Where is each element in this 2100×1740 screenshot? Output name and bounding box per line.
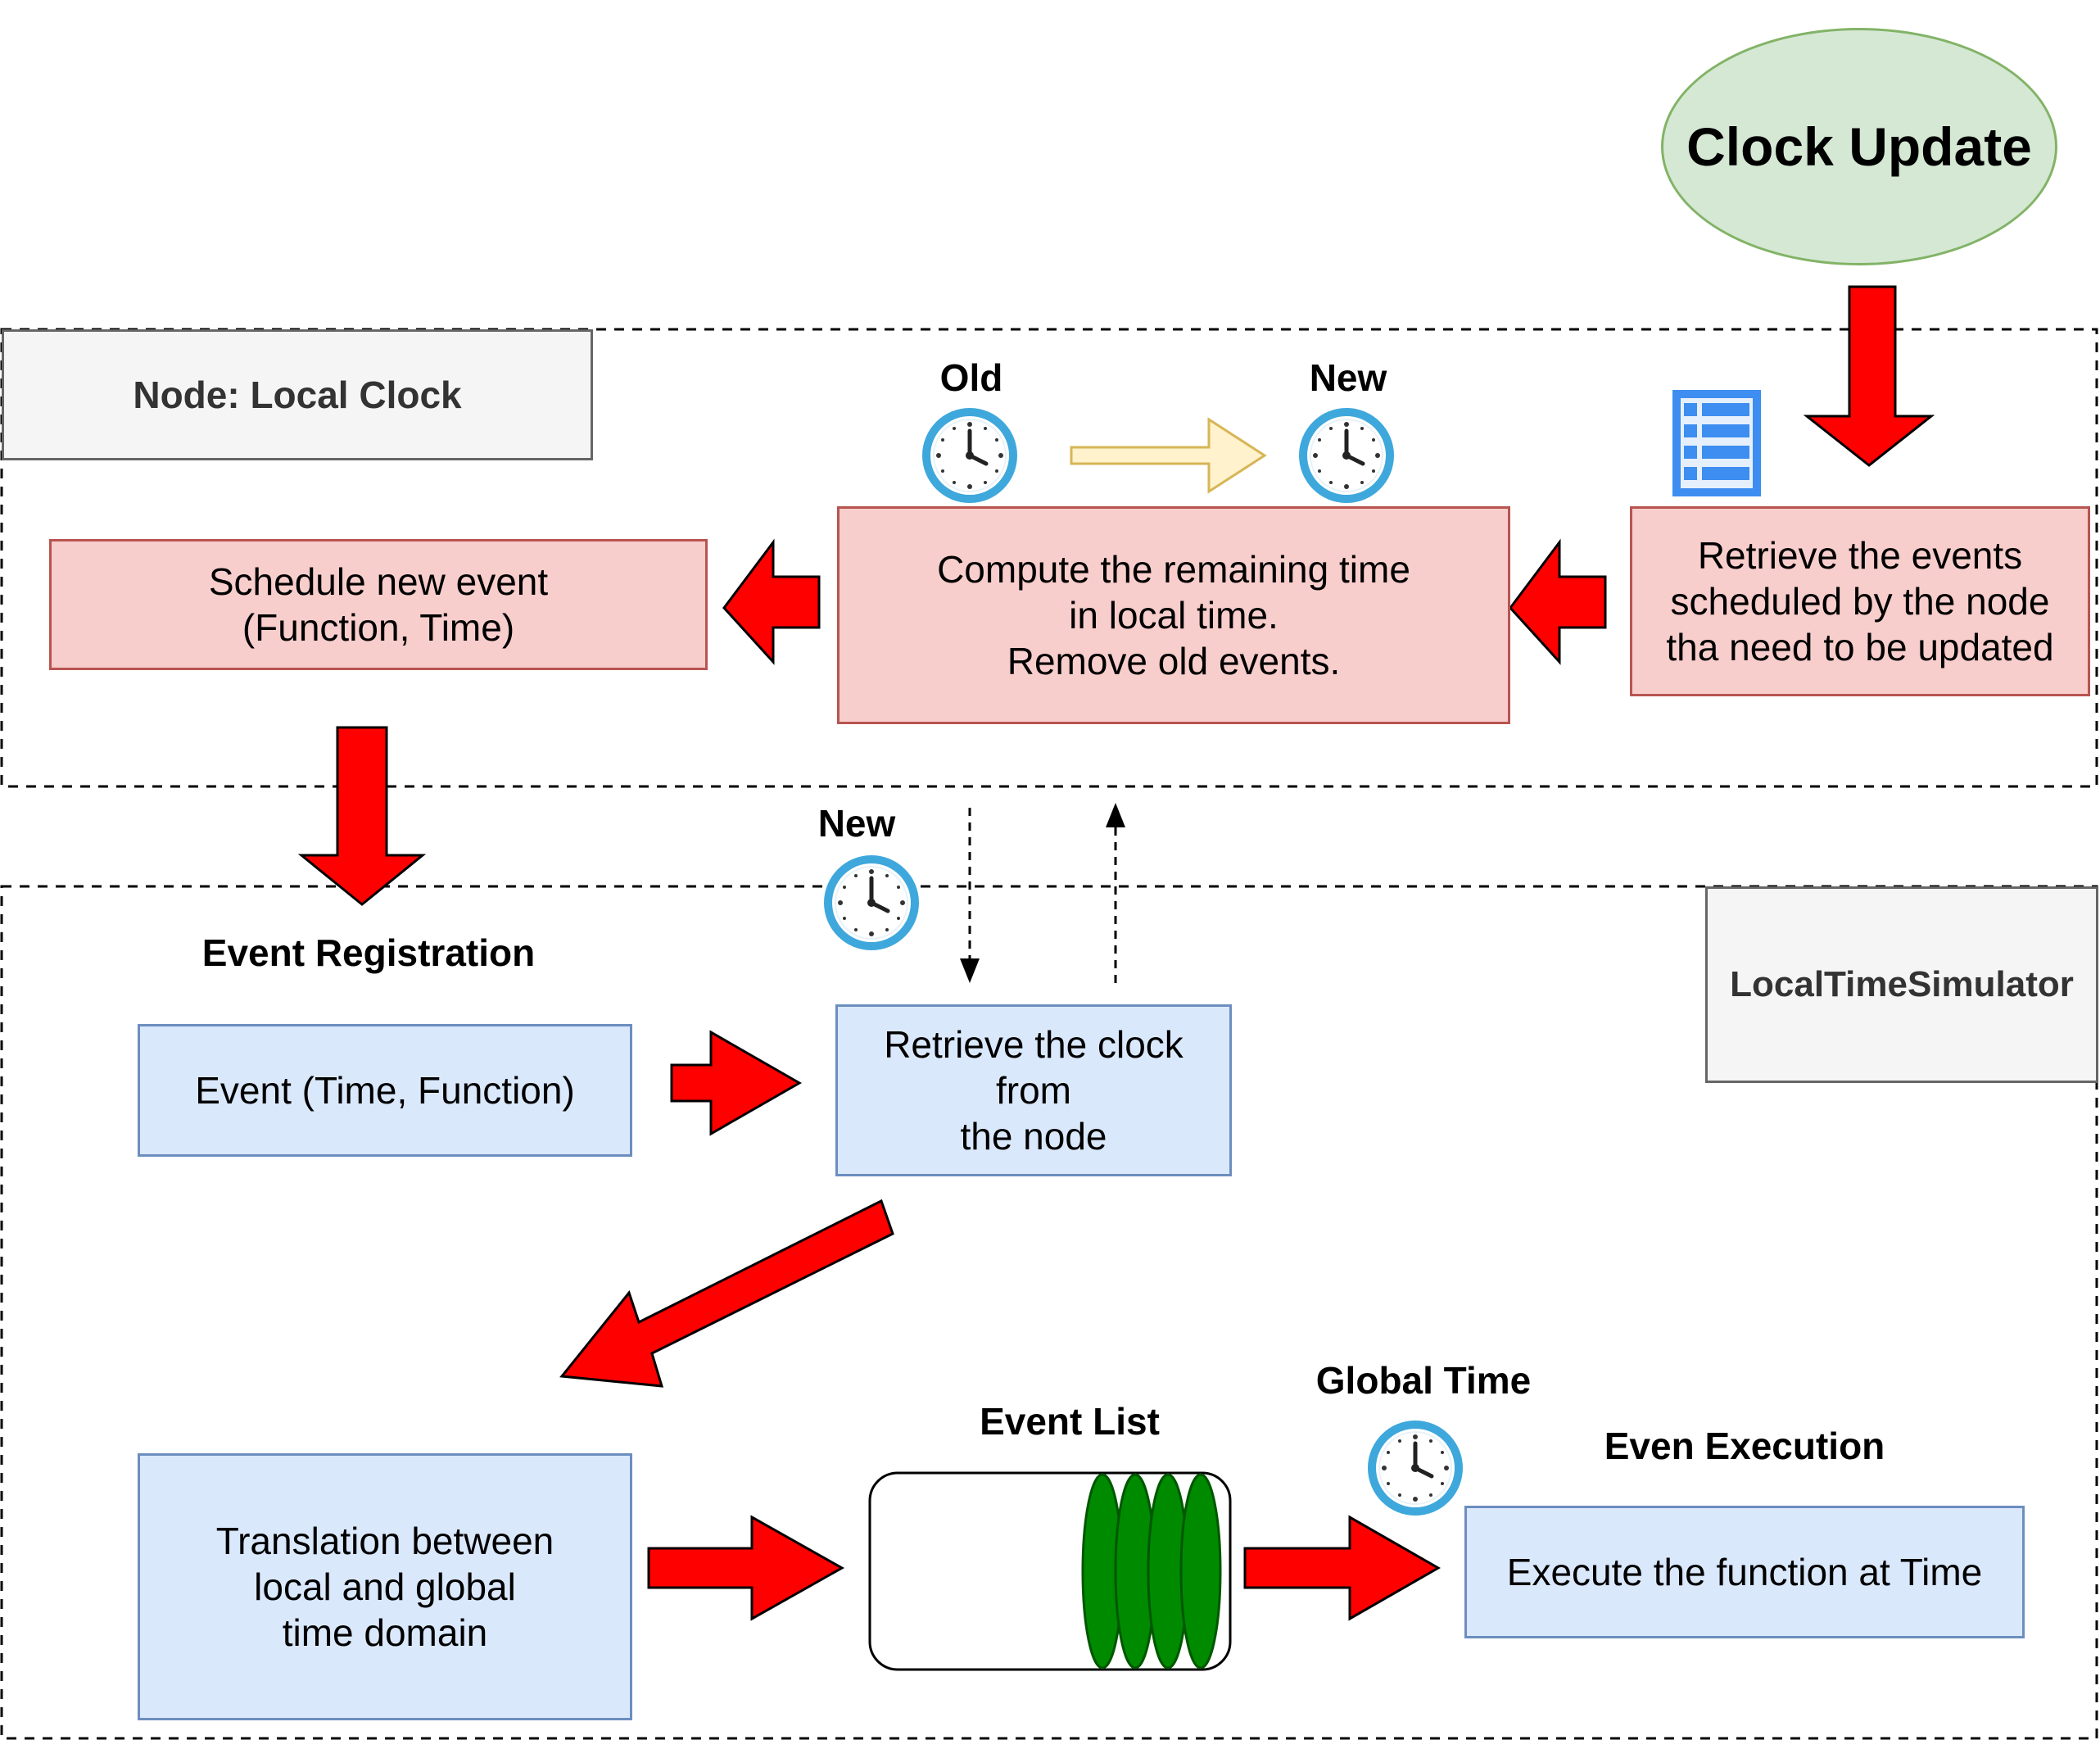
clock-icon [1299, 408, 1394, 503]
event-list-item [1179, 1473, 1222, 1670]
execute-box: Execute the function at Time [1464, 1506, 2025, 1638]
list-icon [1672, 390, 1761, 496]
red-arrow [1509, 538, 1607, 665]
compute-remaining-box: Compute the remaining time in local time… [837, 506, 1510, 724]
new-clock-label-sim: New [817, 802, 896, 845]
translation-text: Translation between local and global tim… [215, 1519, 554, 1655]
retrieve-events-text: Retrieve the events scheduled by the nod… [1666, 533, 2054, 669]
retrieve-clock-box: Retrieve the clock from the node [835, 1004, 1232, 1176]
translation-box: Translation between local and global tim… [138, 1453, 632, 1720]
event-box-text: Event (Time, Function) [195, 1068, 575, 1112]
event-list-items [1081, 1473, 1222, 1670]
red-arrow [559, 1199, 894, 1388]
connector-arrowhead [960, 958, 980, 983]
new-clock-label: New [1309, 356, 1387, 399]
compute-remaining-text: Compute the remaining time in local time… [937, 547, 1410, 683]
clock-update-ellipse: Clock Update [1661, 28, 2057, 265]
event-box: Event (Time, Function) [138, 1024, 632, 1157]
clock-update-label: Clock Update [1686, 116, 2032, 177]
event-registration-label: Event Registration [201, 931, 536, 974]
connector-arrowhead [1106, 803, 1125, 827]
schedule-event-box: Schedule new event (Function, Time) [49, 539, 708, 670]
node-panel-title: Node: Local Clock [2, 329, 593, 460]
red-arrow [297, 726, 427, 906]
red-arrow [670, 1030, 803, 1136]
global-time-label: Global Time [1315, 1359, 1532, 1402]
red-arrow [1803, 285, 1935, 467]
clock-icon [1368, 1421, 1463, 1516]
retrieve-events-box: Retrieve the events scheduled by the nod… [1630, 506, 2090, 696]
clock-icon [922, 408, 1017, 503]
simulator-group-frame [0, 885, 2098, 1740]
red-arrow [647, 1515, 845, 1621]
node-panel-title-text: Node: Local Clock [133, 373, 462, 416]
red-arrow [722, 538, 821, 665]
yellow-arrow [1070, 417, 1267, 494]
simulator-panel-title-text: LocalTimeSimulator [1730, 964, 2074, 1005]
execute-box-text: Execute the function at Time [1506, 1550, 1983, 1593]
red-arrow [1243, 1515, 1441, 1621]
event-list-label: Event List [980, 1400, 1160, 1443]
clock-icon [824, 855, 919, 950]
old-clock-label: Old [939, 356, 1003, 399]
simulator-panel-title: LocalTimeSimulator [1705, 886, 2098, 1083]
schedule-event-text: Schedule new event (Function, Time) [208, 560, 549, 649]
node-group-frame [0, 328, 2098, 788]
even-execution-label: Even Execution [1604, 1425, 1885, 1467]
retrieve-clock-text: Retrieve the clock from the node [884, 1022, 1184, 1158]
